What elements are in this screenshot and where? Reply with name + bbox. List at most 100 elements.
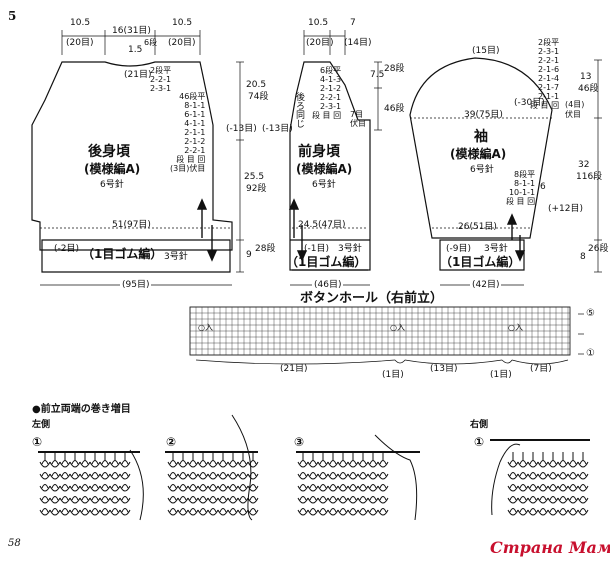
back-h-mid: 25.5 (244, 172, 265, 182)
knit-stitch (39, 508, 51, 516)
front-rib-label: （1目ゴム編） (286, 255, 367, 269)
knit-stitch (237, 496, 249, 504)
knit-stitch (567, 472, 579, 480)
knit-stitch (357, 484, 369, 492)
knit-stitch (307, 460, 319, 468)
front-body-outline (289, 61, 371, 271)
knit-stitch (59, 460, 71, 468)
back-top-right-cm: 10.5 (172, 18, 193, 28)
back-width-st: 51(97目) (112, 220, 151, 230)
knit-stitch (567, 496, 579, 504)
knit-stitch (517, 484, 529, 492)
sleeve-h-body-rows: 116段 (576, 172, 603, 182)
knit-stitch (217, 484, 229, 492)
knit-stitch (79, 508, 91, 516)
knit-stitch (177, 496, 189, 504)
knit-stitch (197, 460, 209, 468)
knit-stitch (307, 496, 319, 504)
front-h-rows2: 46段 (384, 104, 405, 114)
back-neck-depth: 1.5 (128, 45, 143, 55)
knit-stitch (187, 484, 199, 492)
knit-stitch (547, 496, 559, 504)
knit-stitch (49, 496, 61, 504)
sleeve-h-body: 32 (578, 160, 590, 170)
back-top-mid: 16(31目) (112, 26, 151, 36)
technique-illustrations (38, 414, 590, 521)
knit-stitch (237, 472, 249, 480)
knit-stitch (567, 484, 579, 492)
knit-stitch (167, 472, 179, 480)
buttonhole-symbol-2: ○入 (390, 323, 405, 332)
knit-stitch (327, 484, 339, 492)
knit-stitch (167, 508, 179, 516)
knit-stitch (99, 472, 111, 480)
knit-stitch (39, 484, 51, 492)
knit-stitch (357, 460, 369, 468)
watermark: Страна Мам (490, 538, 610, 557)
knit-stitch (197, 484, 209, 492)
back-rib-outline (41, 239, 231, 273)
back-h-rib: 9 (246, 250, 252, 260)
front-bind-off: 7目伏目 (350, 110, 366, 128)
knit-stitch (227, 508, 239, 516)
knit-stitch (507, 472, 519, 480)
sleeve-pattern: (模様編A) (450, 147, 507, 161)
knit-stitch (119, 496, 131, 504)
knit-stitch (377, 508, 389, 516)
knit-stitch (317, 496, 329, 504)
knit-stitch (547, 508, 559, 516)
knit-stitch (119, 484, 131, 492)
knit-stitch (517, 460, 529, 468)
knit-stitch (297, 472, 309, 480)
knit-stitch (207, 484, 219, 492)
technique-right-label: 右側 (470, 420, 489, 430)
knit-stitch (237, 508, 249, 516)
knit-stitch (357, 496, 369, 504)
knit-stitch (327, 496, 339, 504)
knit-stitch (507, 496, 519, 504)
knit-stitch (59, 484, 71, 492)
back-top-right-st: (20目) (168, 38, 196, 48)
knit-stitch (197, 508, 209, 516)
knit-stitch (537, 484, 549, 492)
knit-stitch (297, 496, 309, 504)
knit-stitch (507, 508, 519, 516)
sleeve-rib-outline (439, 239, 525, 271)
knit-stitch (527, 460, 539, 468)
knit-stitch (357, 508, 369, 516)
knit-stitch (577, 508, 589, 516)
technique-step-right-1: ① (474, 435, 485, 449)
knit-stitch (317, 472, 329, 480)
sleeve-outline (409, 57, 553, 239)
knit-stitch (327, 472, 339, 480)
knit-stitch (79, 472, 91, 480)
back-rib-label: （1目ゴム編） (82, 247, 163, 261)
knit-stitch (317, 484, 329, 492)
knit-stitch (69, 496, 81, 504)
knit-stitch (39, 496, 51, 504)
knit-stitch (557, 508, 569, 516)
knit-stitch (109, 472, 121, 480)
knit-stitch (217, 496, 229, 504)
knit-stitch (377, 496, 389, 504)
buttonhole-row-5: ⑤ (586, 308, 595, 319)
knit-stitch (217, 460, 229, 468)
knit-stitch (119, 508, 131, 516)
knit-stitch (167, 496, 179, 504)
knit-stitch (547, 472, 559, 480)
knit-stitch (197, 472, 209, 480)
knit-stitch (59, 508, 71, 516)
back-top-left-cm: 10.5 (70, 18, 91, 28)
back-h-upper: 20.5 (246, 80, 267, 90)
knit-stitch (49, 460, 61, 468)
knit-stitch (167, 484, 179, 492)
front-needle: 6号針 (312, 180, 336, 190)
knit-stitch (187, 508, 199, 516)
knit-stitch (89, 508, 101, 516)
front-rib-needle: 3号針 (338, 244, 362, 254)
knit-stitch (557, 484, 569, 492)
sleeve-cap-bind: (-30目) (514, 98, 545, 108)
buttonhole-symbol-3: ○入 (508, 323, 523, 332)
